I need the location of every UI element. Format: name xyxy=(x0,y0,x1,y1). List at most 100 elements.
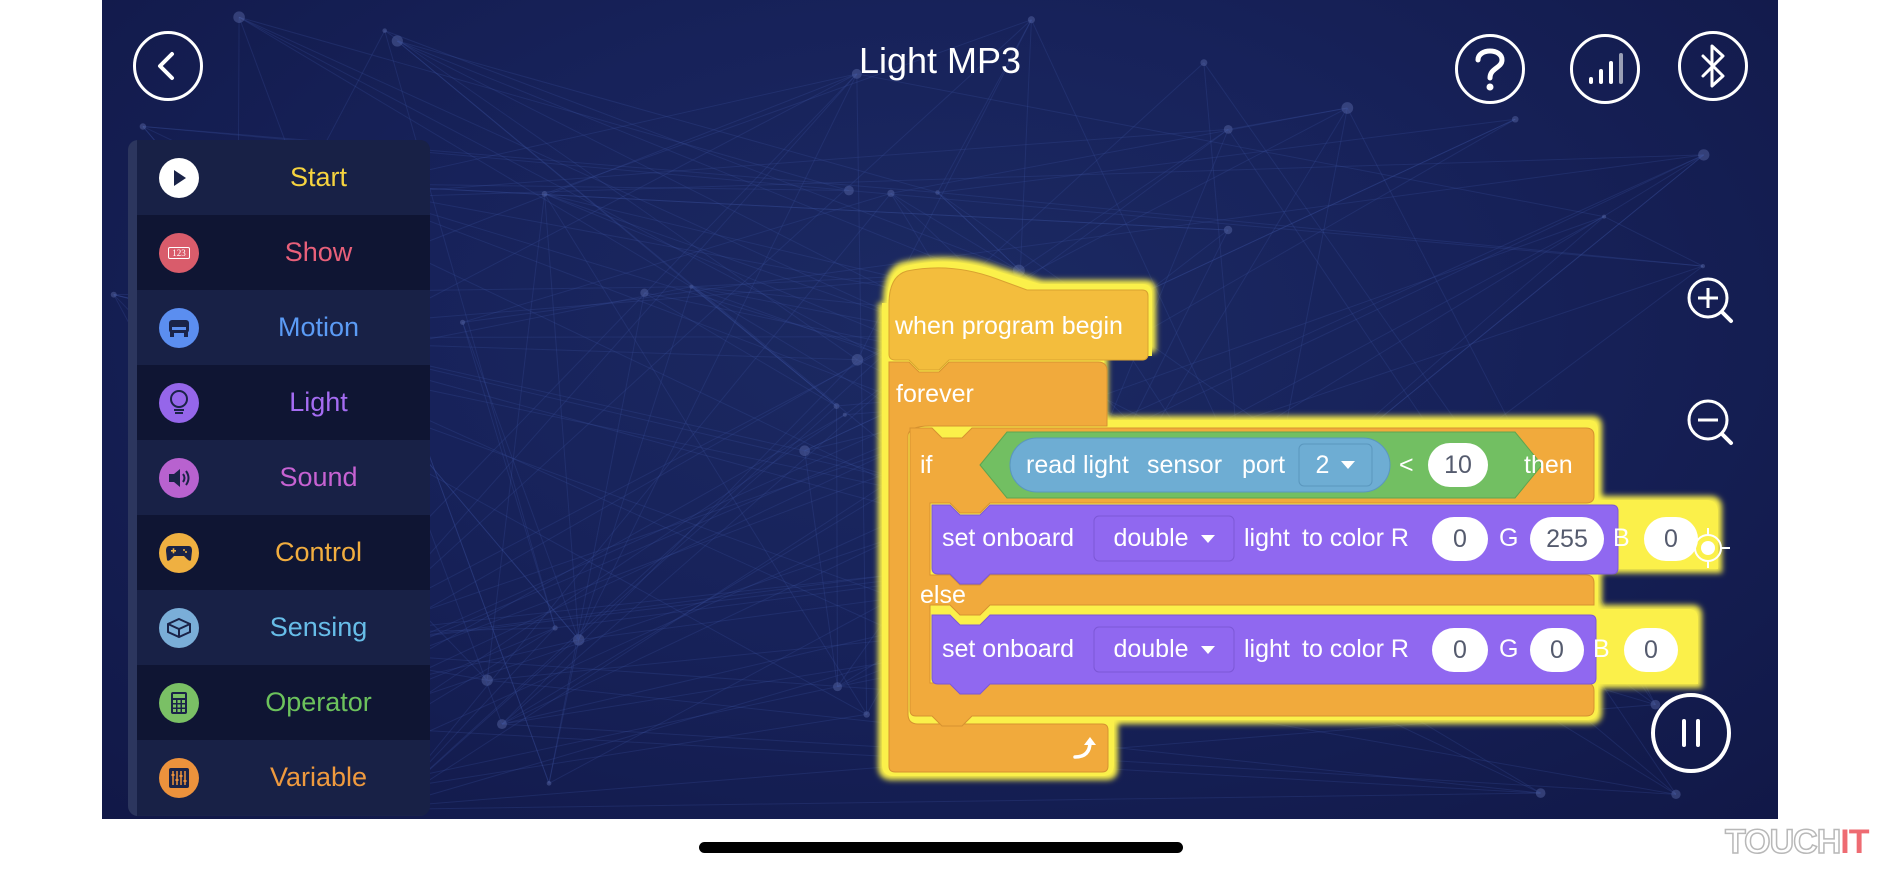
g-label: G xyxy=(1499,524,1519,552)
sidebar-item-sound[interactable]: Sound xyxy=(137,440,430,515)
watermark-part1: TOUCH xyxy=(1724,822,1842,862)
network-node xyxy=(1245,598,1258,610)
network-line xyxy=(890,107,1348,194)
network-node xyxy=(382,28,387,33)
speaker-icon xyxy=(159,457,199,498)
network-line xyxy=(462,322,556,629)
sidebar-scrollbar[interactable] xyxy=(128,140,137,816)
network-node xyxy=(851,68,862,79)
network-line xyxy=(866,398,1042,715)
sidebar-item-label: Motion xyxy=(277,312,360,342)
network-node xyxy=(1083,381,1090,388)
network-node xyxy=(844,185,854,196)
network-line xyxy=(295,154,1704,201)
to-color-label: to color R xyxy=(1302,524,1409,552)
sensor-read-label: read light xyxy=(1026,451,1129,479)
sidebar-item-label: Variable xyxy=(269,762,368,792)
network-node xyxy=(1202,706,1215,719)
network-node xyxy=(110,291,117,298)
sidebar-item-show[interactable]: 123 Show xyxy=(137,215,430,290)
if-label: if xyxy=(920,451,933,479)
network-node xyxy=(481,674,493,686)
back-button[interactable] xyxy=(133,31,203,101)
set-onboard-label: set onboard xyxy=(942,635,1075,663)
network-node xyxy=(546,780,552,786)
network-node xyxy=(799,445,810,457)
threshold-input[interactable]: 10 xyxy=(1428,443,1488,487)
zoom-in-button[interactable] xyxy=(1684,274,1740,330)
hat-block-label: when program begin xyxy=(895,312,1123,340)
help-button[interactable] xyxy=(1455,34,1525,104)
b-label: B xyxy=(1613,524,1630,552)
network-line xyxy=(462,322,580,641)
zoom-out-icon xyxy=(1687,399,1733,445)
blue-input-if[interactable]: 0 xyxy=(1644,517,1698,561)
network-node xyxy=(997,675,1008,686)
pause-button[interactable] xyxy=(1651,693,1731,773)
network-line xyxy=(1242,216,1605,531)
dropdown-arrow-icon xyxy=(1341,461,1356,469)
network-line xyxy=(937,19,1032,193)
network-node xyxy=(842,412,847,417)
network-line xyxy=(548,639,580,784)
sidebar-item-variable[interactable]: Variable xyxy=(137,740,430,815)
network-line xyxy=(544,193,868,715)
blue-input-else[interactable]: 0 xyxy=(1624,628,1678,672)
sidebar-item-motion[interactable]: Motion xyxy=(137,290,430,365)
network-node xyxy=(1671,789,1681,800)
port-dropdown[interactable]: 2 xyxy=(1299,444,1372,486)
red-input-else[interactable]: 0 xyxy=(1432,628,1488,672)
red-input-if[interactable]: 0 xyxy=(1432,517,1488,561)
network-line xyxy=(578,286,692,640)
dropdown-arrow-icon xyxy=(1200,645,1215,654)
network-line xyxy=(937,192,1703,267)
network-line xyxy=(548,292,645,784)
green-input-if[interactable]: 255 xyxy=(1530,517,1604,561)
network-line xyxy=(1001,129,1229,681)
sidebar-item-label: Light xyxy=(289,387,348,417)
light-label: light xyxy=(1244,524,1290,552)
network-node xyxy=(1223,124,1233,134)
signal-bars-icon xyxy=(1589,53,1623,84)
mode-dropdown-if[interactable]: double xyxy=(1094,516,1234,561)
sidebar-item-start[interactable]: Start xyxy=(137,140,430,215)
network-line xyxy=(1112,328,1244,531)
network-node xyxy=(1698,149,1710,161)
sidebar-item-label: Sound xyxy=(279,462,358,492)
network-line xyxy=(804,450,838,687)
network-line xyxy=(923,458,1210,713)
sidebar-item-operator[interactable]: Operator xyxy=(137,665,430,740)
comparison-operator: < xyxy=(1399,451,1414,479)
zoom-out-button[interactable] xyxy=(1684,396,1740,452)
g-label: G xyxy=(1499,635,1519,663)
sliders-icon xyxy=(159,757,199,798)
network-node xyxy=(851,354,864,366)
question-mark-icon xyxy=(1475,48,1505,91)
sensor-port-label: port xyxy=(1242,451,1286,479)
network-line xyxy=(501,359,858,725)
network-node xyxy=(887,189,895,197)
network-line xyxy=(387,192,892,808)
network-node xyxy=(541,191,548,197)
network-line xyxy=(1228,107,1348,130)
watermark-logo: TOUCHIT xyxy=(1724,822,1869,862)
signal-button[interactable] xyxy=(1570,34,1640,104)
sidebar-item-control[interactable]: Control xyxy=(137,515,430,590)
light-label: light xyxy=(1244,635,1290,663)
sidebar-item-light[interactable]: Light xyxy=(137,365,430,440)
mode-value: double xyxy=(1113,635,1189,663)
mode-dropdown-else[interactable]: double xyxy=(1094,627,1234,672)
network-line xyxy=(397,40,938,194)
green-input-else[interactable]: 0 xyxy=(1530,628,1584,672)
pause-icon xyxy=(1682,719,1700,747)
home-indicator[interactable] xyxy=(699,842,1183,853)
network-node xyxy=(935,190,940,195)
network-line xyxy=(387,704,1656,808)
sidebar-item-sensing[interactable]: Sensing xyxy=(137,590,430,665)
network-line xyxy=(462,192,892,323)
bluetooth-button[interactable] xyxy=(1678,31,1748,101)
network-line xyxy=(251,154,1704,812)
network-node xyxy=(1602,214,1607,219)
bluetooth-icon xyxy=(1701,44,1725,88)
network-node xyxy=(391,35,403,47)
